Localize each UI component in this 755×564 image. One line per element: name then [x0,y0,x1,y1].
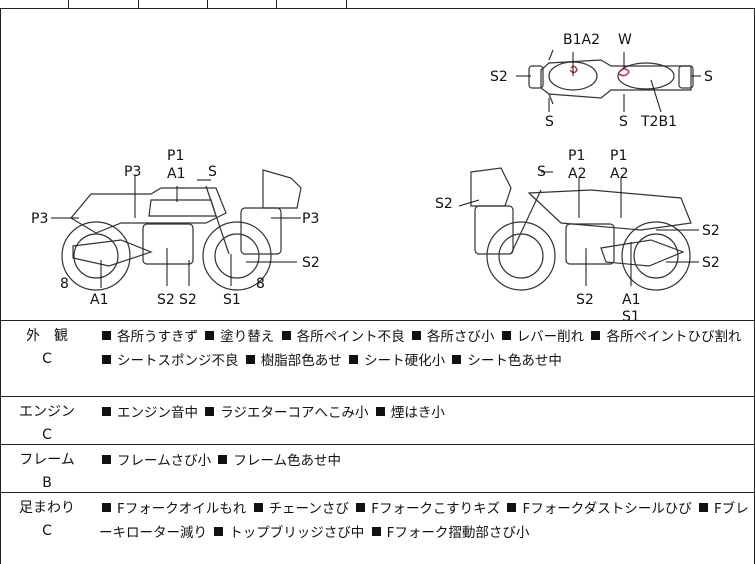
condition-items: Fフォークオイルもれ チェーンさび Fフォークこすりキズ Fフォークダストシール… [99,497,749,545]
bullet-square-icon [591,331,601,340]
label-s: S [619,114,628,130]
condition-table: 外 観 C 各所うすきず 塗り替え 各所ペイント不良 各所さび小 レバー削れ 各… [0,320,755,564]
label-s2: S2 [302,255,320,271]
grade-label: B [42,475,52,491]
bullet-square-icon [452,355,462,364]
label-8: 8 [256,276,265,292]
label-b1a2: B1A2 [563,32,600,48]
grade-label: C [42,427,52,443]
label-p3: P3 [302,211,319,227]
condition-item: 煙はき小 [390,405,445,421]
condition-item: Fフォークこすりキズ [371,501,501,517]
category-label: エンジン [19,404,75,420]
grade-label: C [42,351,52,367]
label-w: W [618,32,632,48]
bullet-square-icon [102,331,111,340]
label-s: S [704,69,713,85]
bullet-square-icon [102,407,111,416]
bullet-square-icon [218,455,228,464]
motorcycle-diagram-svg: B1A2 W S2 S S S T2B1 P1 A1 S P3 P3 P3 8 … [31,32,720,325]
condition-item: Fフォークオイルもれ [117,501,247,517]
condition-item: 各所ペイントひび割れ [606,329,742,345]
bullet-square-icon [253,503,263,512]
condition-item: チェーンさび [268,501,349,517]
condition-items: エンジン音中 ラジエターコアへこみ小 煙はき小 [99,401,749,425]
label-p3: P3 [31,211,48,227]
condition-item: シート硬化小 [364,353,446,369]
bullet-square-icon [501,331,511,340]
bullet-square-icon [349,355,359,364]
label-s1: S1 [223,292,241,308]
label-p3: P3 [124,164,141,180]
condition-item: Fブレーキローター減り [99,501,749,541]
condition-item: フレーム色あせ中 [233,453,342,469]
bullet-square-icon [356,503,366,512]
condition-item: トップブリッジさび中 [229,525,365,541]
top-table-row-fragment [0,0,755,9]
label-8: 8 [60,276,69,292]
condition-item: フレームさび小 [117,453,212,469]
label-s: S [545,114,554,130]
bullet-square-icon [102,503,111,512]
label-s2: S2 [157,292,175,308]
bullet-square-icon [411,331,421,340]
bullet-square-icon [205,407,215,416]
bullet-square-icon [102,455,111,464]
condition-item: シート色あせ中 [467,353,562,369]
label-p1: P1 [167,148,184,164]
category-label: フレーム [19,452,75,468]
condition-item: エンジン音中 [117,405,198,421]
condition-row-exterior: 外 観 C 各所うすきず 塗り替え 各所ペイント不良 各所さび小 レバー削れ 各… [0,320,755,396]
bullet-square-icon [214,527,224,536]
condition-item: 塗り替え [220,329,275,345]
label-s1: S1 [622,309,640,320]
condition-item: ラジエターコアへこみ小 [220,405,369,421]
condition-row-frame: フレーム B フレームさび小 フレーム色あせ中 [0,444,755,492]
label-s: S [208,164,217,180]
label-s2: S2 [702,223,720,239]
bullet-square-icon [371,527,381,536]
damage-diagram: B1A2 W S2 S S S T2B1 P1 A1 S P3 P3 P3 8 … [0,8,755,325]
label-s2: S2 [702,255,720,271]
bullet-square-icon [507,503,517,512]
condition-item: 各所うすきず [117,329,198,345]
condition-item: 樹脂部色あせ [260,353,342,369]
motorcycle-left-view [61,169,302,291]
condition-row-engine: エンジン C エンジン音中 ラジエターコアへこみ小 煙はき小 [0,396,755,444]
label-a2: A2 [610,166,628,182]
condition-items: フレームさび小 フレーム色あせ中 [99,449,749,473]
label-s: S [537,164,546,180]
label-a1: A1 [90,292,108,308]
label-a2: A2 [568,166,586,182]
label-s2: S2 [576,292,594,308]
label-a1: A1 [622,292,640,308]
label-s2: S2 [179,292,197,308]
motorcycle-top-view [528,49,694,105]
bullet-square-icon [281,331,291,340]
condition-item: Fフォークダストシールひび [522,501,692,517]
label-t2b1: T2B1 [640,114,677,130]
label-s2: S2 [490,69,508,85]
condition-item: 各所ペイント不良 [296,329,405,345]
category-label: 外 観 [26,328,68,344]
motorcycle-right-view [470,167,692,291]
bullet-square-icon [205,331,215,340]
label-p1: P1 [568,148,585,164]
bullet-square-icon [699,503,709,512]
label-s2: S2 [435,196,453,212]
bullet-square-icon [375,407,385,416]
category-label: 足まわり [19,500,75,516]
condition-item: シートスポンジ不良 [117,353,239,369]
condition-item: Fフォーク摺動部さび小 [386,525,530,541]
label-p1: P1 [610,148,627,164]
condition-items: 各所うすきず 塗り替え 各所ペイント不良 各所さび小 レバー削れ 各所ペイントひ… [99,325,749,373]
bullet-square-icon [102,355,111,364]
grade-label: C [42,523,52,539]
bullet-square-icon [245,355,255,364]
condition-item: 各所さび小 [426,329,495,345]
condition-row-suspension: 足まわり C Fフォークオイルもれ チェーンさび Fフォークこすりキズ Fフォー… [0,492,755,564]
label-a1: A1 [167,166,185,182]
condition-item: レバー削れ [516,329,585,345]
